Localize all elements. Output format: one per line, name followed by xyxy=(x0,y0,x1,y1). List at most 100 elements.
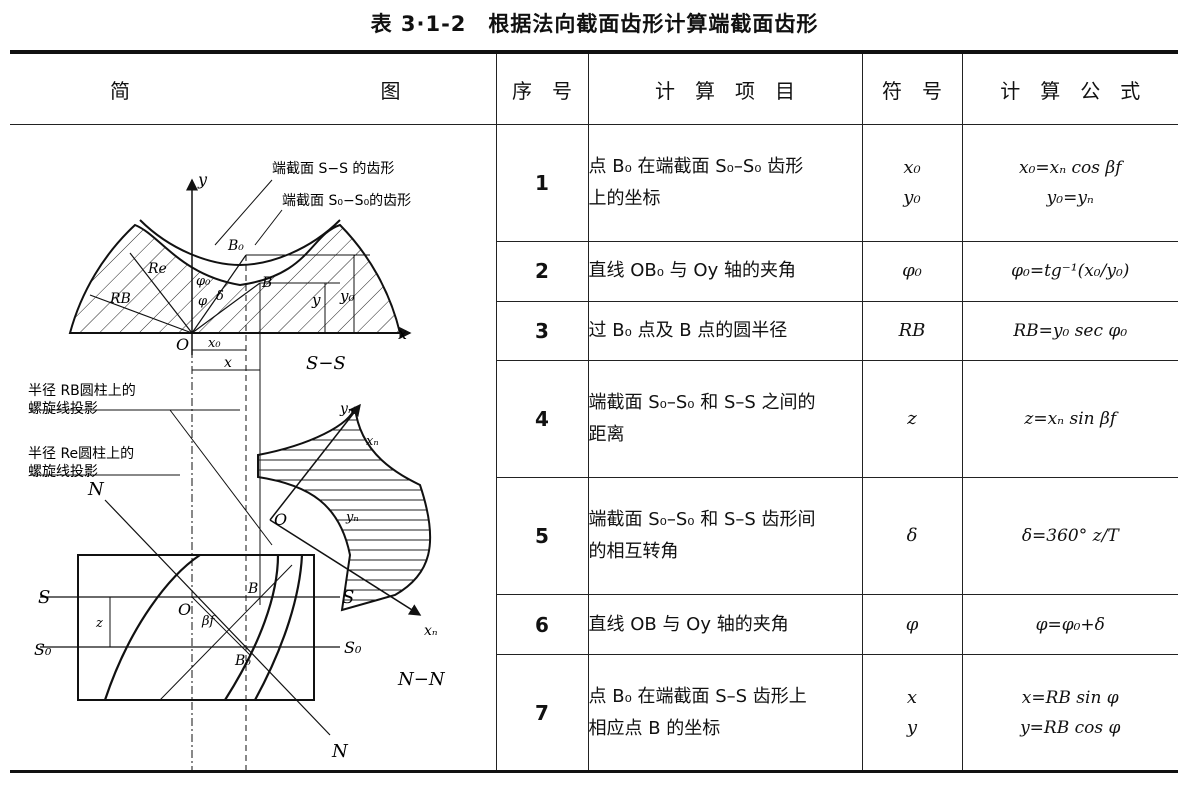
header-diagram-left: 简 xyxy=(110,78,130,103)
gear-side-view xyxy=(77,554,315,701)
label-b-upper: B xyxy=(261,275,272,291)
row-item: 端截面 S₀–S₀ 和 S–S 齿形间的相互转角 xyxy=(587,477,863,596)
row-formula: φ₀=tg⁻¹(x₀/y₀) xyxy=(961,241,1178,302)
yn-axis-line xyxy=(269,403,361,521)
row-formula-line: δ=360° z/T xyxy=(1021,526,1119,547)
row-symbol: φ xyxy=(861,594,963,655)
row-item-text: 直线 OB 与 Oy 轴的夹角 xyxy=(588,613,789,635)
label-xn-dim: xₙ xyxy=(366,434,379,449)
label-s-right: S xyxy=(342,587,354,608)
label-s0-left: S₀ xyxy=(34,640,52,659)
label-z: z xyxy=(95,616,103,631)
table-row: 3 过 B₀ 点及 B 点的圆半径 RB RB=y₀ sec φ₀ xyxy=(10,300,1178,362)
row-formula-line: z=xₙ sin βf xyxy=(1024,409,1117,430)
label-b0-lower: B₀ xyxy=(234,653,251,669)
row-item: 点 B₀ 在端截面 S–S 齿形上相应点 B 的坐标 xyxy=(587,653,863,771)
label-axis-x: x xyxy=(398,324,407,343)
row-item-text: 端截面 S₀–S₀ 和 S–S 齿形间的相互转角 xyxy=(588,509,816,563)
label-re-helix-1: 半径 Re圆柱上的 xyxy=(28,446,134,462)
row-formula: x₀=xₙ cos βf y₀=yₙ xyxy=(961,123,1178,243)
row-number: 4 xyxy=(496,360,589,479)
bottom-rule xyxy=(10,770,1178,773)
label-y: y xyxy=(311,291,321,309)
label-s-left: S xyxy=(38,587,50,608)
table-row: 4 端截面 S₀–S₀ 和 S–S 之间的距离 z z=xₙ sin βf xyxy=(10,360,1178,479)
row-formula-line: RB=y₀ sec φ₀ xyxy=(1013,320,1128,341)
row-symbol-line: y₀ xyxy=(903,187,921,209)
row-symbol: δ xyxy=(861,477,963,596)
label-x0: x₀ xyxy=(208,336,221,351)
row-symbol-line: φ xyxy=(905,613,919,635)
label-s0-right: S₀ xyxy=(344,638,362,657)
row-number: 3 xyxy=(496,300,589,362)
label-axis-xn: xₙ xyxy=(424,623,438,639)
row-number: 1 xyxy=(495,123,589,243)
label-origin-lower: O xyxy=(178,600,191,619)
row-symbol: RB xyxy=(861,300,963,362)
row-formula-line: φ=φ₀+δ xyxy=(1035,614,1105,635)
row-item-text: 点 B₀ 在端截面 S₀–S₀ 齿形上的坐标 xyxy=(588,156,804,210)
label-s0s0-profile: 端截面 S₀−S₀的齿形 xyxy=(282,193,411,209)
label-rb-helix-1: 半径 RB圆柱上的 xyxy=(28,383,136,399)
row-formula: RB=y₀ sec φ₀ xyxy=(961,300,1178,362)
label-phi0: φ₀ xyxy=(196,274,211,289)
row-item-text: 过 B₀ 点及 B 点的圆半径 xyxy=(588,319,788,341)
end-section-ss-profile xyxy=(68,223,402,334)
row-number: 6 xyxy=(496,594,589,655)
row-item: 过 B₀ 点及 B 点的圆半径 xyxy=(587,300,863,362)
row-formula: φ=φ₀+δ xyxy=(961,594,1178,655)
row-formula-line: y₀=yₙ xyxy=(1046,188,1094,209)
table-title: 表 3·1-2 根据法向截面齿形计算端截面齿形 xyxy=(370,12,819,36)
label-phi: φ xyxy=(198,294,208,309)
row-item: 直线 OB₀ 与 Oy 轴的夹角 xyxy=(587,241,863,302)
row-formula-line: x=RB sin φ xyxy=(1021,687,1119,708)
table-row: 6 直线 OB 与 Oy 轴的夹角 φ φ=φ₀+δ xyxy=(10,594,1178,655)
label-b-lower: B xyxy=(247,581,258,597)
label-delta: δ xyxy=(216,289,224,304)
row-number: 5 xyxy=(496,477,589,596)
normal-section-nn-profile xyxy=(257,406,432,612)
row-formula-line: x₀=xₙ cos βf xyxy=(1018,158,1122,179)
table-row: 5 端截面 S₀–S₀ 和 S–S 齿形间的相互转角 δ δ=360° z/T xyxy=(10,477,1178,596)
label-beta: βf xyxy=(201,614,217,629)
row-symbol-line: x xyxy=(906,686,918,708)
row-item: 端截面 S₀–S₀ 和 S–S 之间的距离 xyxy=(587,360,863,479)
row-number: 7 xyxy=(496,653,589,771)
label-axis-y: y xyxy=(197,170,208,189)
formula-table: 简 图 序 号 计 算 项 目 符 号 计 算 公 式 xyxy=(10,54,1178,771)
header-item: 计 算 项 目 xyxy=(587,54,863,125)
row-symbol-line: x₀ xyxy=(903,157,921,179)
xn-axis-line xyxy=(269,519,422,616)
row-symbol: z xyxy=(861,360,963,479)
row-formula: δ=360° z/T xyxy=(961,477,1178,596)
row-symbol-line: φ₀ xyxy=(902,260,922,282)
header-row: 简 图 序 号 计 算 项 目 符 号 计 算 公 式 xyxy=(10,54,1178,125)
label-yn-dim: yₙ xyxy=(345,510,359,525)
row-item-text: 直线 OB₀ 与 Oy 轴的夹角 xyxy=(588,260,796,282)
top-rule xyxy=(10,50,1178,54)
row-symbol-line: RB xyxy=(898,319,926,341)
header-diagram-right: 图 xyxy=(380,78,401,103)
header-seq: 序 号 xyxy=(495,54,589,125)
label-x: x xyxy=(224,355,232,371)
table-row: 端截面 S−S 的齿形 端截面 S₀−S₀的齿形 半径 RB圆柱上的 螺旋线投影… xyxy=(10,123,1178,771)
label-n-bottom: N xyxy=(331,741,349,762)
label-b0-upper: B₀ xyxy=(227,238,244,254)
row-item: 点 B₀ 在端截面 S₀–S₀ 齿形上的坐标 xyxy=(587,123,863,243)
row-symbol: x₀ y₀ xyxy=(861,123,963,243)
row-item-text: 点 B₀ 在端截面 S–S 齿形上相应点 B 的坐标 xyxy=(588,685,807,739)
row-formula-line: y=RB cos φ xyxy=(1020,717,1121,738)
label-ss-profile: 端截面 S−S 的齿形 xyxy=(272,161,394,177)
table-row: 7 点 B₀ 在端截面 S–S 齿形上相应点 B 的坐标 x y x=RB si… xyxy=(10,653,1178,771)
label-rb: RB xyxy=(109,291,131,307)
row-symbol-line: y xyxy=(906,716,918,738)
label-section-nn: N−N xyxy=(397,669,446,690)
header-formula: 计 算 公 式 xyxy=(961,54,1178,125)
row-formula: z=xₙ sin βf xyxy=(961,360,1178,479)
label-re: Re xyxy=(147,261,167,277)
row-item: 直线 OB 与 Oy 轴的夹角 xyxy=(587,594,863,655)
label-section-ss: S−S xyxy=(306,353,346,374)
row-symbol: x y xyxy=(861,653,963,771)
label-re-helix-2: 螺旋线投影 xyxy=(28,464,98,480)
